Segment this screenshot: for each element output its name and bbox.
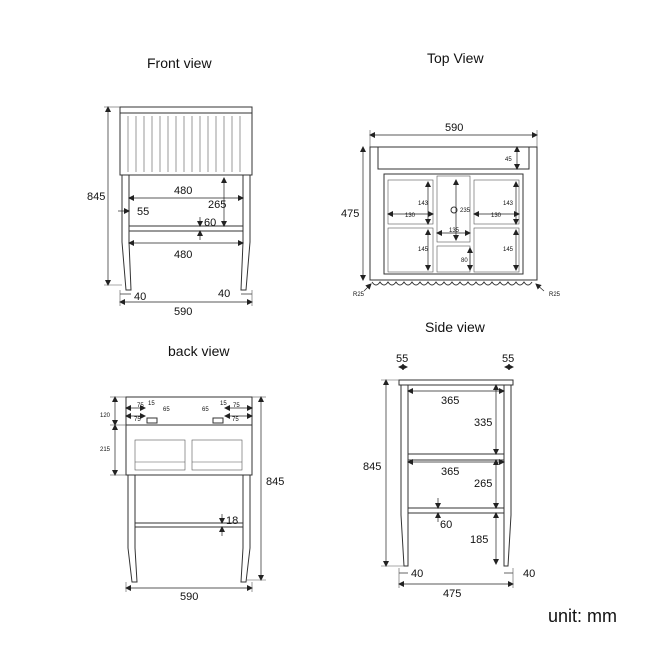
side-lower-gap: 265 <box>474 478 492 490</box>
side-height: 845 <box>363 461 381 473</box>
top-low-h2: 145 <box>503 247 514 253</box>
front-top-width: 480 <box>174 185 192 197</box>
side-view: Side view 55 55 365 335 365 265 60 185 8… <box>363 319 535 600</box>
side-foot-left: 40 <box>411 568 423 580</box>
front-view: Front view 845 480 55 265 <box>87 55 253 318</box>
back-left-b: 15 <box>148 401 155 407</box>
top-radius-right: R25 <box>549 292 561 298</box>
side-leg-right: 55 <box>502 353 514 365</box>
back-left-c: 65 <box>163 407 170 413</box>
back-view-title: back view <box>168 343 230 359</box>
front-height: 845 <box>87 191 105 203</box>
back-view: back view 120 215 75 15 65 75 65 15 75 7 <box>100 343 284 603</box>
top-drawer-w2: 130 <box>491 213 502 219</box>
top-hole: 235 <box>460 208 471 214</box>
side-bottom-gap: 185 <box>470 534 488 546</box>
front-rail-thick: 60 <box>204 217 216 229</box>
top-depth: 475 <box>341 208 359 220</box>
side-mid-depth: 365 <box>441 466 459 478</box>
side-leg-left: 55 <box>396 353 408 365</box>
side-overall-depth: 475 <box>443 588 461 600</box>
back-mid-h: 215 <box>100 447 111 453</box>
front-bottom-width: 480 <box>174 249 192 261</box>
back-height: 845 <box>266 476 284 488</box>
back-right-d: 75 <box>232 417 239 423</box>
side-foot-right: 40 <box>523 568 535 580</box>
back-width: 590 <box>180 591 198 603</box>
top-center-low: 80 <box>461 258 468 264</box>
top-drawer-h2: 143 <box>503 201 514 207</box>
front-foot-right: 40 <box>218 288 230 300</box>
unit-label: unit: mm <box>548 606 618 626</box>
back-left-a: 75 <box>137 403 144 409</box>
front-mid-gap: 55 <box>137 206 149 218</box>
back-right-b: 15 <box>220 401 227 407</box>
top-center-w: 135 <box>449 228 460 234</box>
back-shelf-gap: 18 <box>226 515 238 527</box>
back-left-d: 75 <box>134 417 141 423</box>
front-foot-left: 40 <box>134 291 146 303</box>
top-drawer-w1: 130 <box>405 213 416 219</box>
side-upper-gap: 335 <box>474 417 492 429</box>
top-drawer-h1: 143 <box>418 201 429 207</box>
front-rail-height: 265 <box>208 199 226 211</box>
back-top-h: 120 <box>100 413 111 419</box>
top-low-h1: 145 <box>418 247 429 253</box>
back-right-a: 65 <box>202 407 209 413</box>
top-strip: 45 <box>505 157 512 163</box>
front-overall-width: 590 <box>174 306 192 318</box>
back-right-c: 75 <box>233 403 240 409</box>
side-top-depth: 365 <box>441 395 459 407</box>
top-radius-left: R25 <box>353 292 365 298</box>
side-rail-thick: 60 <box>440 519 452 531</box>
top-width: 590 <box>445 122 463 134</box>
top-view: Top View 590 45 475 235 143 143 130 130 … <box>341 50 561 298</box>
top-view-title: Top View <box>427 50 484 66</box>
front-view-title: Front view <box>147 55 212 71</box>
side-view-title: Side view <box>425 319 486 335</box>
